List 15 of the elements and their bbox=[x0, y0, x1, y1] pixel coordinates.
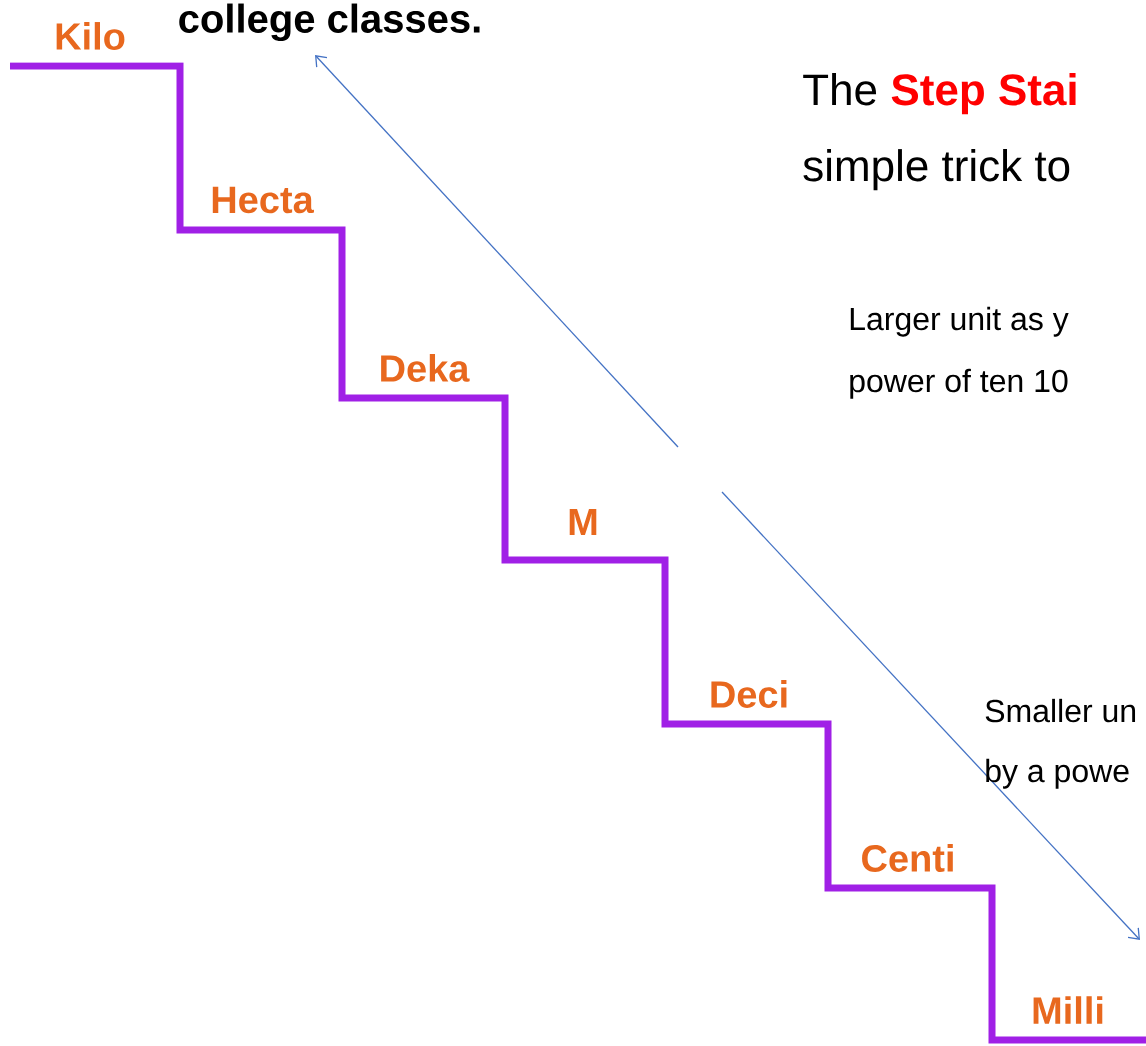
step-label: M bbox=[569, 508, 597, 536]
body-text: by a powe bbox=[986, 758, 1129, 789]
step-label: Deci bbox=[711, 680, 787, 708]
step-label: Hecta bbox=[212, 186, 314, 214]
step-label: Kilo bbox=[56, 22, 125, 50]
step-label: Centi bbox=[862, 844, 953, 872]
heading-text: The bbox=[803, 73, 877, 106]
step-label: Deka bbox=[381, 354, 470, 382]
body-text: Larger unit as y bbox=[850, 306, 1069, 337]
step-label: Milli bbox=[1033, 996, 1103, 1024]
title: college classes. bbox=[179, 3, 480, 41]
body-text: power of ten 10 bbox=[850, 368, 1068, 399]
heading-text: Step Stai bbox=[891, 73, 1076, 115]
body-text: Smaller un bbox=[985, 698, 1135, 723]
heading-text: simple trick to bbox=[803, 149, 1070, 191]
